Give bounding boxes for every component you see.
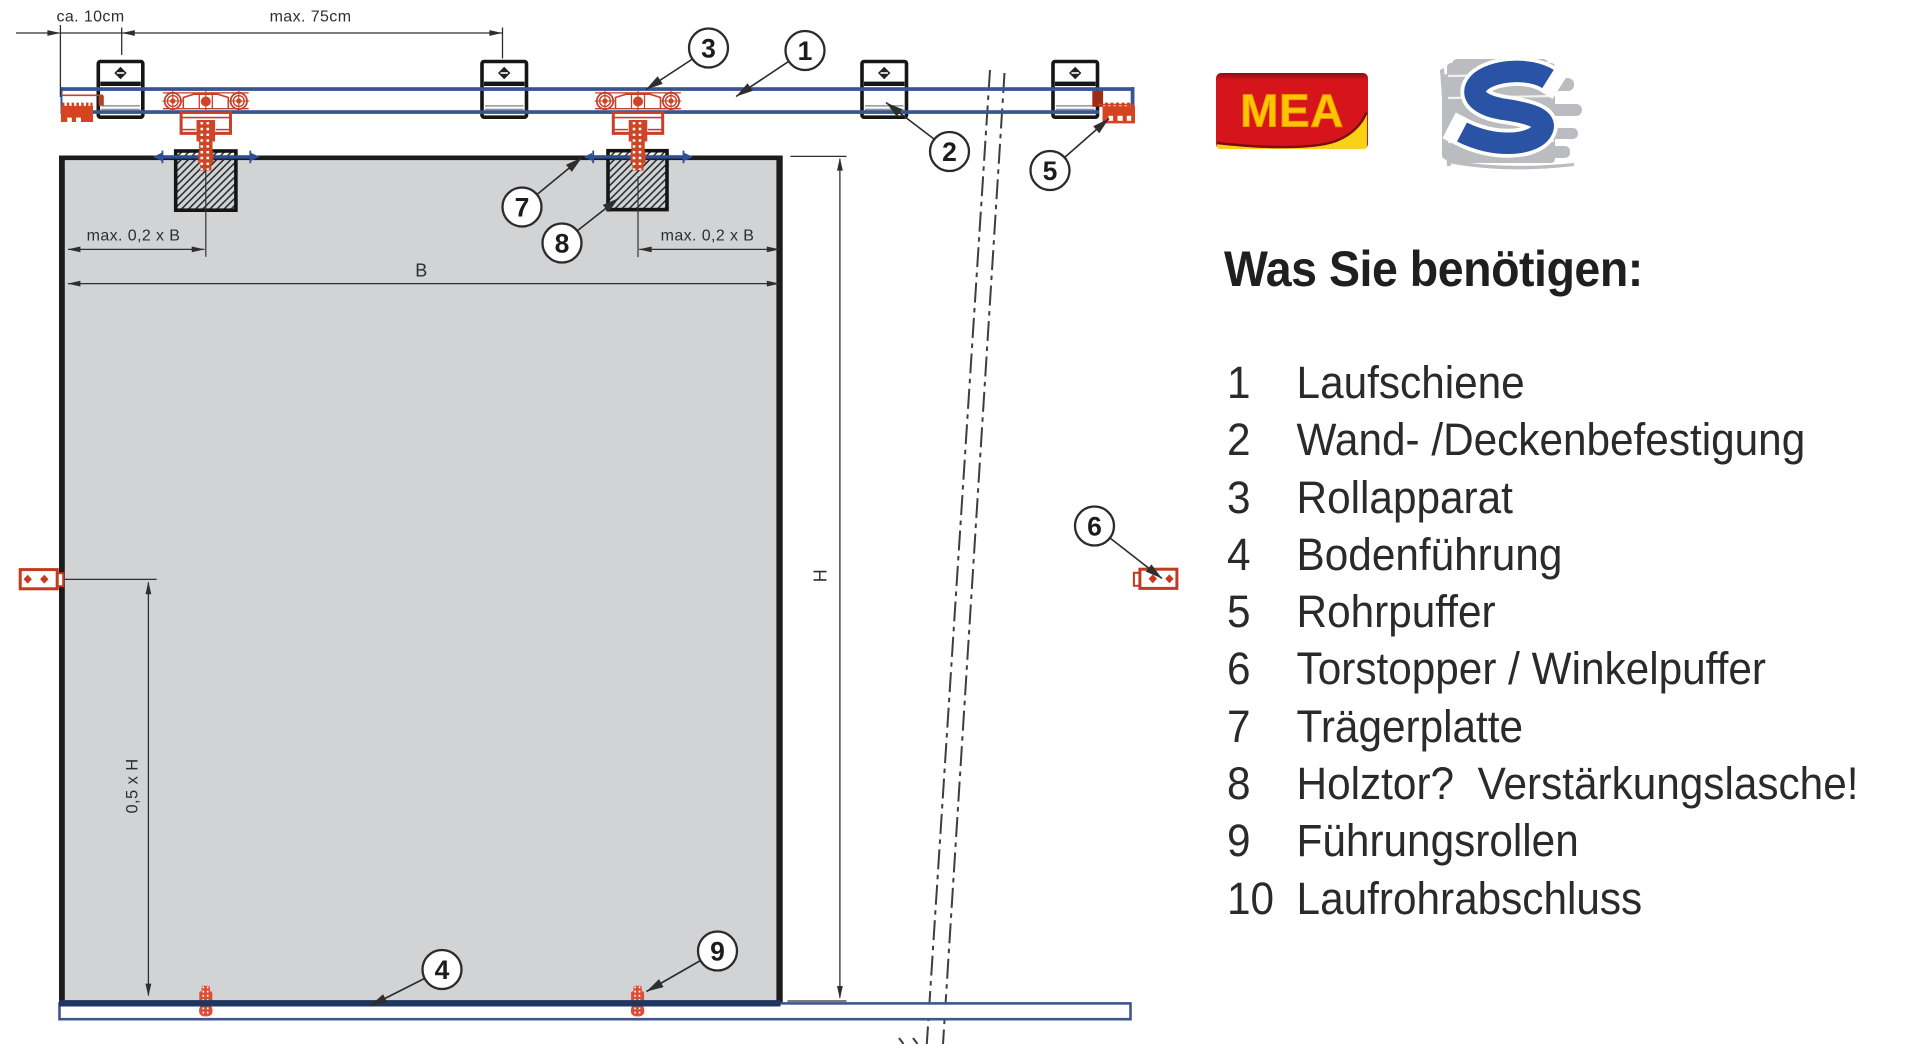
svg-text:max. 75cm: max. 75cm [270,9,352,26]
svg-text:5: 5 [1043,156,1058,186]
svg-text:max. 0,2 x B: max. 0,2 x B [87,228,181,245]
svg-text:ca. 10cm: ca. 10cm [56,9,124,26]
svg-text:3: 3 [701,33,716,63]
svg-text:6: 6 [1087,511,1102,541]
svg-text:4: 4 [435,955,450,985]
svg-text:7: 7 [515,192,530,222]
svg-text:2: 2 [942,137,957,167]
svg-text:H: H [811,569,831,582]
svg-text:MEA: MEA [1240,85,1344,137]
svg-text:B: B [415,261,427,281]
svg-text:9: 9 [710,936,725,966]
svg-text:8: 8 [555,228,570,258]
svg-text:0,5 x H: 0,5 x H [124,758,142,813]
svg-text:1: 1 [798,36,813,66]
svg-text:max. 0,2 x B: max. 0,2 x B [661,228,755,245]
